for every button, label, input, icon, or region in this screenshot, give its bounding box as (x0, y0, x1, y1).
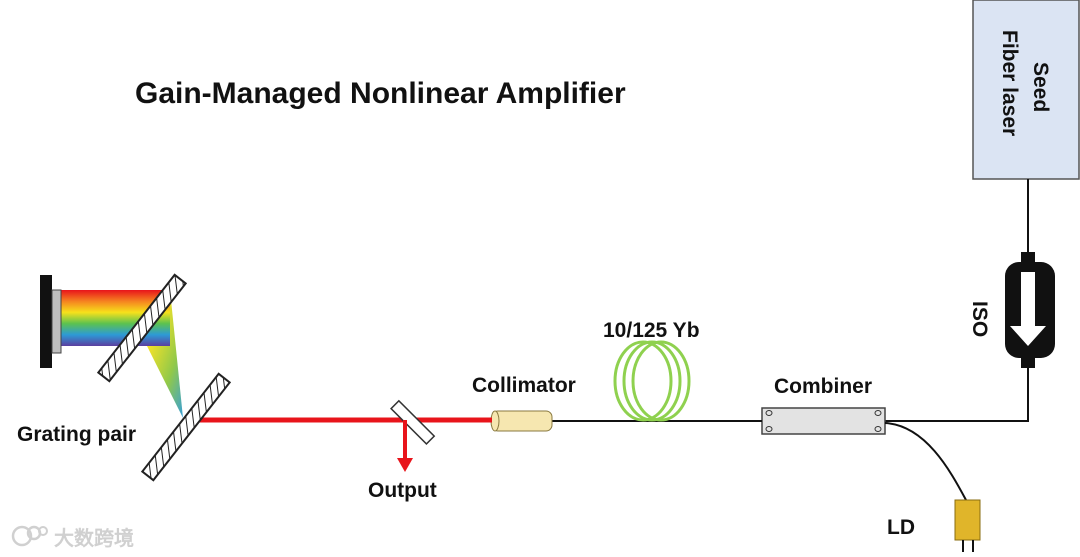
end-mirror (40, 275, 62, 368)
collimator-label: Collimator (472, 374, 576, 397)
combiner-label: Combiner (774, 375, 872, 398)
seed-label-line2: Fiber laser (998, 30, 1021, 136)
output-label: Output (368, 479, 437, 502)
isolator: ISO (968, 252, 1055, 368)
ld-label: LD (887, 516, 915, 539)
diagram-title: Gain-Managed Nonlinear Amplifier (135, 77, 626, 110)
pump-diode: LD (887, 499, 981, 552)
fiber-combiner-to-ld (884, 422, 967, 501)
grating-upper (96, 273, 188, 383)
yb-fiber-coil: 10/125 Yb (603, 319, 700, 422)
output-arrow-icon (397, 458, 413, 472)
seed-laser: Seed Fiber laser (972, 0, 1080, 180)
fiber-label: 10/125 Yb (603, 319, 700, 342)
combiner: Combiner (761, 375, 886, 435)
grating-pair-label: Grating pair (17, 423, 136, 446)
fiber-iso-to-combiner (885, 368, 1029, 422)
output-mirror (390, 399, 436, 445)
collimator: Collimator (472, 374, 576, 432)
watermark-text: 大数跨境 (54, 526, 134, 550)
grating-lower (140, 372, 232, 482)
seed-label-line1: Seed (1029, 62, 1052, 112)
iso-label: ISO (968, 301, 991, 337)
watermark: 大数跨境 (11, 525, 134, 550)
arrow-down-icon (1010, 272, 1046, 346)
